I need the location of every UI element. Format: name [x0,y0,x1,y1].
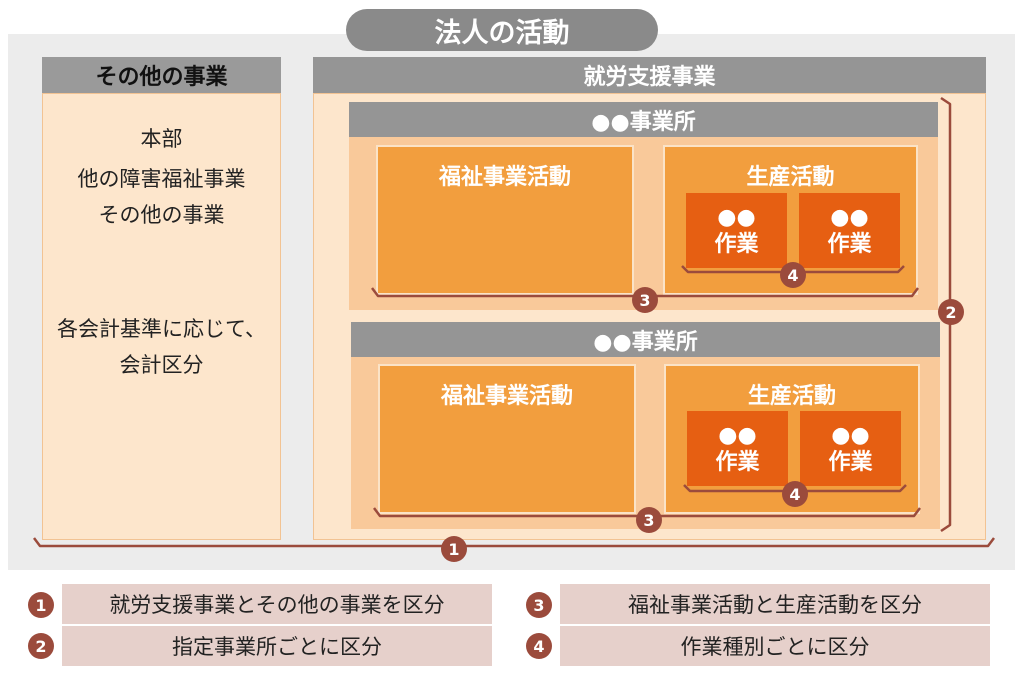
office-1-work-1: ●● 作業 [686,193,787,268]
bracket-1 [33,537,995,548]
office-2-welfare-activity: 福祉事業活動 [378,364,636,514]
other-business-line-honbu: 本部 [140,127,183,151]
work-dots: ●● [717,204,756,230]
other-business-note-line1: 各会計基準に応じて、 [57,317,266,341]
work-label: 作業 [715,449,760,475]
work-label: 作業 [714,231,759,257]
legend-2-badge: 2 [28,633,54,659]
work-dots: ●● [831,422,870,448]
marker-4-office-2-badge: 4 [782,481,808,507]
marker-3-office-1-badge: 3 [632,287,658,313]
other-business-line-other: その他の事業 [98,203,225,227]
legend-1-badge: 1 [28,592,54,618]
work-dots: ●● [830,204,869,230]
work-label: 作業 [828,449,873,475]
office-1-work-2: ●● 作業 [799,193,900,268]
employment-support-header: 就労支援事業 [313,57,986,93]
marker-1-badge: 1 [441,536,467,562]
legend-3-badge: 3 [526,592,552,618]
office-2-work-2: ●● 作業 [800,411,901,486]
legend-3-text: 福祉事業活動と生産活動を区分 [560,584,990,624]
office-1-welfare-activity: 福祉事業活動 [376,145,634,295]
marker-4-office-1-badge: 4 [780,262,806,288]
office-1-header: ●●事業所 [349,102,938,137]
legend-1-text: 就労支援事業とその他の事業を区分 [62,584,492,624]
legend-2-text: 指定事業所ごとに区分 [62,626,492,666]
other-business-header: その他の事業 [42,57,281,93]
diagram-title: 法人の活動 [346,9,658,51]
office-2-header: ●●事業所 [351,322,940,357]
other-business-line-welfare: 他の障害福祉事業 [77,167,246,191]
other-business-note-line2: 会計区分 [119,353,204,377]
marker-2-badge: 2 [938,299,964,325]
marker-3-office-2-badge: 3 [636,507,662,533]
other-business-panel [42,93,281,540]
legend-4-text: 作業種別ごとに区分 [560,626,990,666]
work-label: 作業 [827,231,872,257]
office-2-work-1: ●● 作業 [687,411,788,486]
work-dots: ●● [718,422,757,448]
legend-4-badge: 4 [526,633,552,659]
